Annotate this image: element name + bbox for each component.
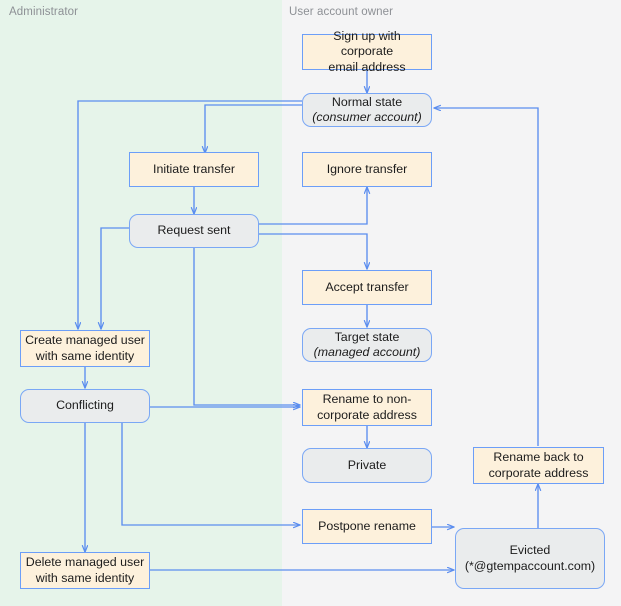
node-line-1: Initiate transfer (153, 161, 235, 176)
node-initiate-transfer[interactable]: Initiate transfer (129, 152, 259, 187)
node-delete-managed-user-with-same-identity[interactable]: Delete managed user with same identity (20, 552, 150, 589)
edge-request-to-accept (258, 233, 371, 270)
node-line-1: Target state (334, 329, 400, 344)
node-line-1: Request sent (157, 223, 231, 238)
node-line-2: corporate address (317, 407, 417, 422)
node-line-1: Delete managed user (25, 555, 145, 570)
node-line-1: Sign up with corporate (333, 29, 401, 59)
node-ignore-transfer[interactable]: Ignore transfer (302, 152, 432, 187)
node-line-2: corporate address (488, 465, 589, 480)
node-line-1: Evicted (509, 543, 551, 558)
node-conflicting[interactable]: Conflicting (20, 389, 150, 423)
swimlane-label-user-account-owner: User account owner (289, 6, 394, 18)
edge-request-to-rename (193, 243, 301, 409)
swimlane-label-administrator: Administrator (9, 6, 79, 18)
edge-conflicting-to-postpone (121, 423, 301, 529)
node-line-1: Private (347, 457, 387, 472)
node-postpone-rename[interactable]: Postpone rename (302, 509, 432, 544)
node-sign-up-with-corporate-email-address[interactable]: Sign up with corporate email address (302, 29, 432, 74)
node-line-1: Ignore transfer (326, 161, 408, 176)
node-line-1: Accept transfer (325, 279, 409, 294)
node-line-1: Postpone rename (318, 518, 416, 533)
node-line-1: Conflicting (56, 398, 114, 413)
node-private[interactable]: Private (302, 448, 432, 483)
node-line-1: Rename back to (493, 450, 584, 465)
node-rename-to-non-corporate-address[interactable]: Rename to non- corporate address (302, 389, 432, 426)
node-line-1: Create managed user (25, 333, 145, 348)
node-accept-transfer[interactable]: Accept transfer (302, 270, 432, 305)
node-line-2: with same identity (35, 348, 135, 363)
node-line-1: Rename to non- (322, 392, 412, 407)
node-line-2: email address (328, 59, 406, 74)
node-line-2: (consumer account) (312, 110, 422, 124)
node-line-2: (managed account) (313, 345, 421, 359)
node-line-1: Normal state (331, 94, 403, 109)
node-line-2: (*@gtempaccount.com) (464, 558, 596, 573)
node-create-managed-user-with-same-identity[interactable]: Create managed user with same identity (20, 330, 150, 367)
edge-normal-to-initiate (201, 104, 302, 154)
edge-renameback-to-normal (433, 104, 539, 446)
node-evicted[interactable]: Evicted (*@gtempaccount.com) (455, 528, 605, 589)
node-target-state[interactable]: Target state (managed account) (302, 328, 432, 362)
node-normal-state[interactable]: Normal state (consumer account) (302, 93, 432, 127)
node-line-2: with same identity (35, 570, 135, 585)
node-rename-back-to-corporate-address[interactable]: Rename back to corporate address (473, 447, 604, 484)
edge-request-to-ignore (258, 186, 371, 225)
edge-normal-to-create (74, 100, 302, 330)
edge-request-to-create (97, 227, 130, 330)
node-request-sent[interactable]: Request sent (129, 214, 259, 248)
